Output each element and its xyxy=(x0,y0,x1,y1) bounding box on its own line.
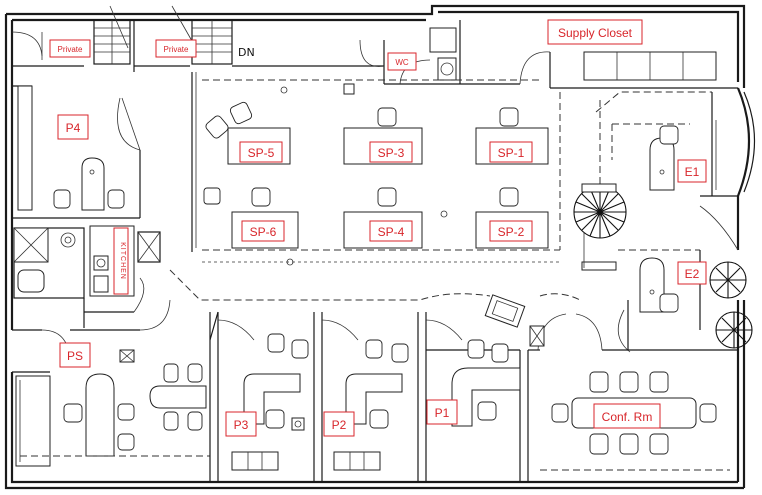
plants xyxy=(573,183,753,349)
room-labels: Private Private WC Supply Closet P4 SP-5… xyxy=(49,19,707,437)
bottom-offices-walls xyxy=(209,309,631,482)
svg-text:SP-6: SP-6 xyxy=(250,225,277,239)
label-sp2: SP-2 xyxy=(489,220,533,242)
down-stairs-label: DN xyxy=(238,46,255,59)
svg-text:SP-5: SP-5 xyxy=(248,146,275,160)
svg-text:Supply Closet: Supply Closet xyxy=(558,26,633,40)
plant-e2-top xyxy=(709,261,747,299)
p4-office xyxy=(12,85,141,219)
stairs-left xyxy=(93,5,131,65)
label-p1: P1 xyxy=(426,399,458,425)
svg-text:P3: P3 xyxy=(234,418,249,432)
plant-e2-bottom xyxy=(715,311,753,349)
p1-office-furniture xyxy=(451,294,526,427)
outer-walls xyxy=(4,4,756,490)
svg-text:P1: P1 xyxy=(435,406,450,420)
svg-text:E1: E1 xyxy=(685,165,700,179)
p2-office-furniture xyxy=(333,339,409,471)
label-supply-closet: Supply Closet xyxy=(547,19,643,45)
label-e2: E2 xyxy=(677,261,707,285)
label-p2: P2 xyxy=(323,411,355,437)
e-offices xyxy=(595,91,739,351)
svg-text:Private: Private xyxy=(58,45,83,54)
label-kitchen: KITCHEN xyxy=(113,227,129,295)
svg-text:E2: E2 xyxy=(685,267,700,281)
svg-text:SP-3: SP-3 xyxy=(378,146,405,160)
label-wc: WC xyxy=(387,52,417,71)
svg-text:SP-2: SP-2 xyxy=(498,225,525,239)
label-p4: P4 xyxy=(57,114,89,140)
label-sp4: SP-4 xyxy=(369,220,413,242)
svg-text:SP-4: SP-4 xyxy=(378,225,405,239)
label-sp1: SP-1 xyxy=(489,141,533,163)
ps-area xyxy=(12,299,210,467)
label-ps: PS xyxy=(59,342,91,368)
label-sp5: SP-5 xyxy=(239,141,283,163)
svg-text:SP-1: SP-1 xyxy=(498,146,525,160)
sp-open-area-walls xyxy=(191,72,561,263)
svg-text:Private: Private xyxy=(164,45,189,54)
stairs-right: DN xyxy=(171,5,255,65)
svg-text:P2: P2 xyxy=(332,418,347,432)
plant-center xyxy=(573,183,627,271)
label-p3: P3 xyxy=(225,411,257,437)
svg-text:P4: P4 xyxy=(66,121,81,135)
label-sp6: SP-6 xyxy=(241,220,285,242)
label-sp3: SP-3 xyxy=(369,141,413,163)
kitchen-area xyxy=(13,225,161,328)
svg-text:KITCHEN: KITCHEN xyxy=(119,242,126,280)
svg-text:WC: WC xyxy=(395,58,409,67)
label-private-2: Private xyxy=(155,39,197,58)
top-interior-walls xyxy=(11,20,738,89)
corridor-outline xyxy=(169,269,581,301)
label-conf-rm: Conf. Rm xyxy=(593,403,661,429)
svg-text:Conf. Rm: Conf. Rm xyxy=(602,410,653,424)
label-private-1: Private xyxy=(49,39,91,58)
label-e1: E1 xyxy=(677,159,707,183)
supply-closet-shelving xyxy=(583,51,717,81)
svg-text:PS: PS xyxy=(67,349,83,363)
p3-office-furniture xyxy=(231,333,309,471)
